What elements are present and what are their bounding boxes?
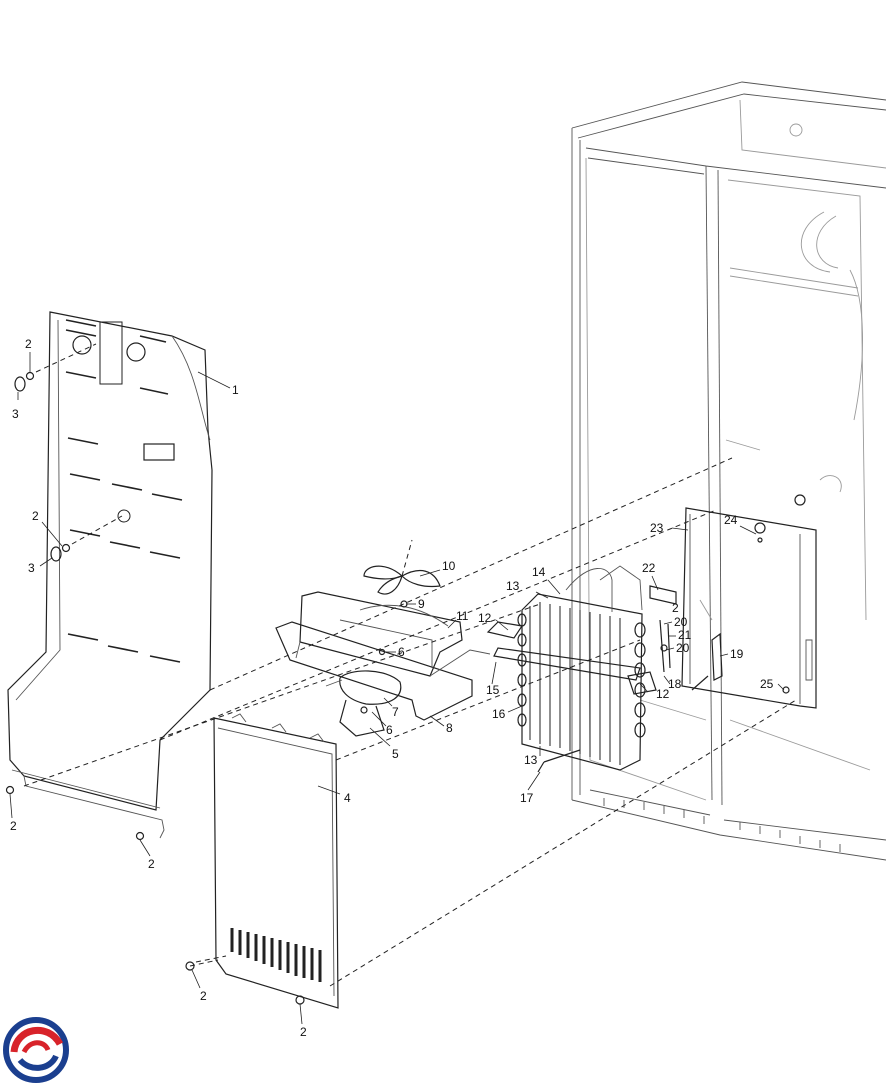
callout-15: 15 [486, 683, 500, 697]
callout-20: 20 [676, 641, 690, 655]
callout-3: 3 [12, 407, 19, 421]
callout-16: 16 [492, 707, 506, 721]
callout-2: 2 [300, 1025, 307, 1039]
callout-18: 18 [668, 677, 682, 691]
callout-14: 14 [532, 565, 546, 579]
callout-19: 19 [730, 647, 744, 661]
callout-leader-lines [9, 352, 785, 1025]
rear-liner-cover [681, 494, 817, 709]
callout-2: 2 [672, 601, 679, 615]
callout-9: 9 [418, 597, 425, 611]
brand-swirl-icon [3, 1017, 69, 1083]
callout-2: 2 [200, 989, 207, 1003]
callout-13: 13 [506, 579, 520, 593]
callout-22: 22 [642, 561, 656, 575]
fan-motor-bracket-assembly [275, 591, 491, 721]
callout-4: 4 [344, 791, 351, 805]
screw-and-washer-set [5, 343, 305, 1005]
callout-8: 8 [446, 721, 453, 735]
callout-20: 20 [674, 615, 688, 629]
callout-21: 21 [678, 628, 692, 642]
callout-2: 2 [32, 509, 39, 523]
lower-grille-cover [213, 713, 339, 1009]
callout-6: 6 [386, 723, 393, 737]
callout-25: 25 [760, 677, 774, 691]
callout-23: 23 [650, 521, 664, 535]
callout-13: 13 [524, 753, 538, 767]
callout-11: 11 [456, 609, 469, 623]
refrigerator-cabinet [571, 81, 886, 861]
callout-2: 2 [25, 337, 32, 351]
callout-5: 5 [392, 747, 399, 761]
callout-labels: 1 2 3 2 3 2 2 2 2 2 4 5 6 6 7 8 9 10 11 … [10, 337, 774, 1039]
callout-7: 7 [392, 705, 399, 719]
rear-evaporator-cover-panel [7, 311, 213, 839]
callout-2: 2 [10, 819, 17, 833]
callout-10: 10 [442, 559, 456, 573]
callout-2: 2 [148, 857, 155, 871]
callout-6: 6 [398, 645, 405, 659]
callout-24: 24 [724, 513, 738, 527]
callout-12: 12 [656, 687, 670, 701]
callout-17: 17 [520, 791, 534, 805]
evaporator-coil [486, 565, 657, 773]
callout-1: 1 [232, 383, 239, 397]
callout-3: 3 [28, 561, 35, 575]
callout-12: 12 [478, 611, 492, 625]
assembly-guide-lines [23, 457, 797, 987]
